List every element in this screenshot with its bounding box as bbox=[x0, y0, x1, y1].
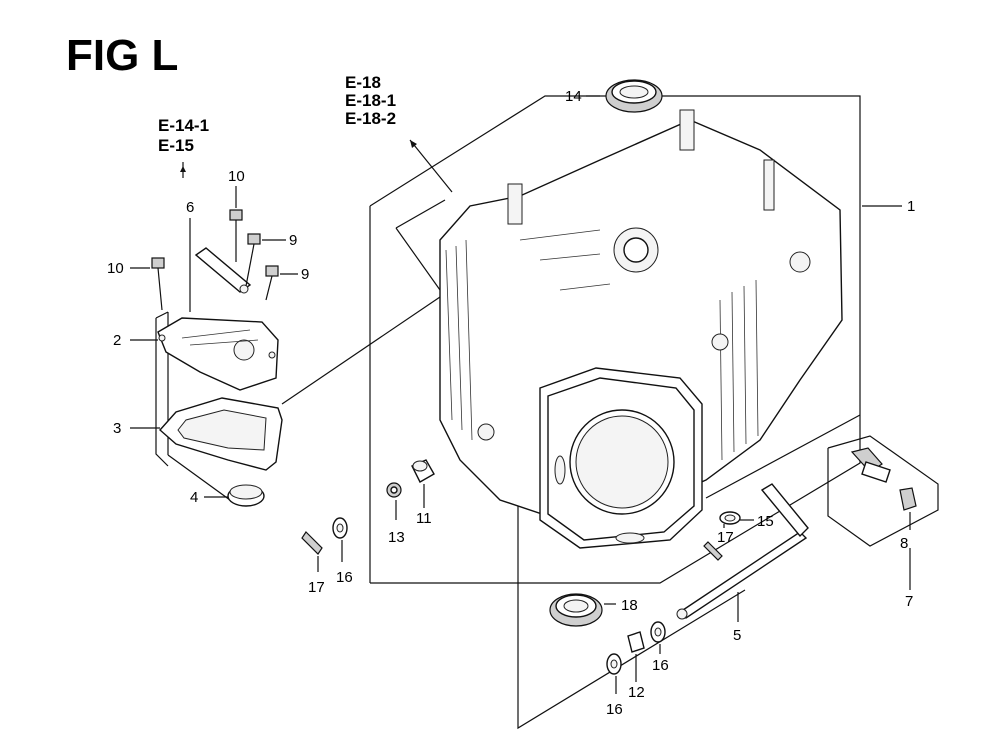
callout-9-upper[interactable]: 9 bbox=[289, 232, 297, 249]
callout-4[interactable]: 4 bbox=[190, 489, 198, 506]
callout-10-upper[interactable]: 10 bbox=[228, 168, 245, 185]
ref-e-15[interactable]: E-15 bbox=[158, 136, 194, 155]
reference-arrows bbox=[180, 139, 453, 193]
ref-e-14-1[interactable]: E-14-1 bbox=[158, 116, 209, 135]
cap-part[interactable] bbox=[227, 484, 265, 507]
oil-seal-bottom-part[interactable] bbox=[549, 593, 603, 627]
bolts-group[interactable] bbox=[151, 209, 279, 311]
callout-7[interactable]: 7 bbox=[905, 593, 913, 610]
callout-2[interactable]: 2 bbox=[113, 332, 121, 349]
rod-part[interactable] bbox=[676, 483, 809, 620]
washer-group-bottom[interactable] bbox=[606, 621, 666, 675]
callout-17-right[interactable]: 17 bbox=[717, 529, 734, 546]
callout-11[interactable]: 11 bbox=[416, 510, 432, 527]
oil-switch-part[interactable] bbox=[827, 435, 939, 547]
washer-group-right[interactable] bbox=[703, 511, 741, 561]
cover-plate-part[interactable] bbox=[157, 317, 279, 391]
callout-9-lower[interactable]: 9 bbox=[301, 266, 309, 283]
ref-e-18-2[interactable]: E-18-2 bbox=[345, 109, 396, 128]
callouts: 1 2 3 4 5 6 7 8 9 9 10 10 11 12 13 14 15… bbox=[107, 88, 915, 718]
oil-seal-top-part[interactable] bbox=[605, 79, 663, 113]
callout-8[interactable]: 8 bbox=[900, 535, 908, 552]
callout-16-middle[interactable]: 16 bbox=[652, 657, 669, 674]
callout-5[interactable]: 5 bbox=[733, 627, 741, 644]
cylinder-bore[interactable] bbox=[539, 367, 703, 549]
callout-6[interactable]: 6 bbox=[186, 199, 194, 216]
callout-16-bottom[interactable]: 16 bbox=[606, 701, 623, 718]
leader-lines bbox=[130, 95, 911, 694]
callout-17-left[interactable]: 17 bbox=[308, 579, 325, 596]
callout-14[interactable]: 14 bbox=[565, 88, 582, 105]
callout-12[interactable]: 12 bbox=[628, 684, 645, 701]
callout-15[interactable]: 15 bbox=[757, 513, 774, 530]
dowel-group-left[interactable] bbox=[386, 459, 435, 498]
washer-group-left[interactable] bbox=[301, 517, 348, 555]
block-frame bbox=[281, 95, 861, 730]
callout-18[interactable]: 18 bbox=[621, 597, 638, 614]
callout-1[interactable]: 1 bbox=[907, 198, 915, 215]
callout-3[interactable]: 3 bbox=[113, 420, 121, 437]
ref-e-18[interactable]: E-18 bbox=[345, 73, 381, 92]
ref-e-18-1[interactable]: E-18-1 bbox=[345, 91, 396, 110]
callout-10-lower[interactable]: 10 bbox=[107, 260, 124, 277]
lever-part[interactable] bbox=[194, 247, 252, 294]
callout-13[interactable]: 13 bbox=[388, 529, 405, 546]
figure-title: FIG L bbox=[66, 31, 178, 80]
gasket-part[interactable] bbox=[159, 397, 283, 471]
callout-16-left[interactable]: 16 bbox=[336, 569, 353, 586]
